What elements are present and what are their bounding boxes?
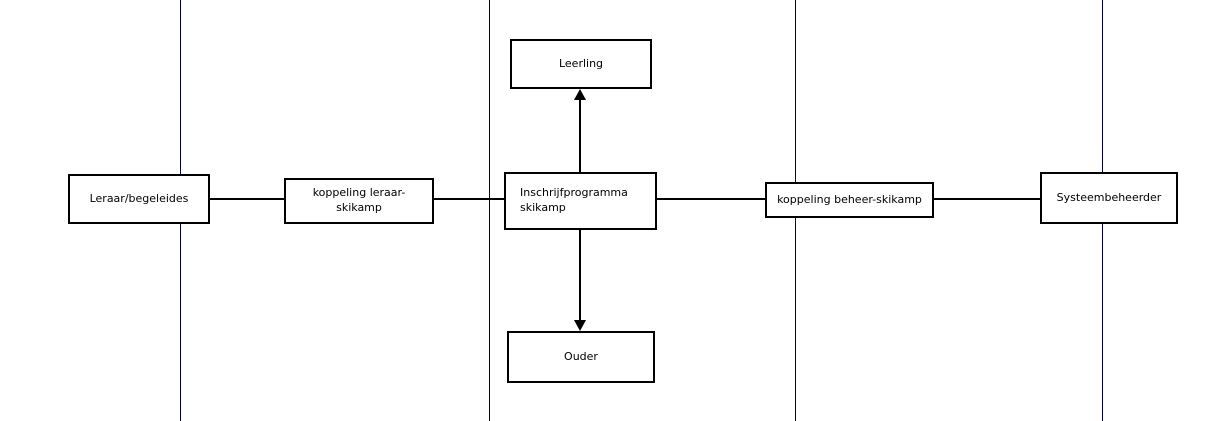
edge-koppeling-beheer-to-systeembeheerder [934,198,1040,200]
node-ouder[interactable]: Ouder [507,331,655,383]
node-ouder-label: Ouder [564,349,598,363]
arrowhead-up-leerling [574,89,586,100]
node-koppeling-leraar-skikamp-label: koppeling leraar-skikamp [312,186,406,214]
edge-leraar-to-koppeling-leraar [210,198,284,200]
node-koppeling-leraar-skikamp[interactable]: koppeling leraar-skikamp [284,178,434,224]
node-leerling-label: Leerling [558,56,604,70]
node-systeembeheerder[interactable]: Systeembeheerder [1040,172,1178,224]
node-inschrijfprogramma-skikamp[interactable]: Inschrijfprogramma skikamp [504,172,657,230]
edge-inschrijfprogramma-to-koppeling-beheer [657,198,765,200]
lane-divider-2 [489,0,490,421]
node-koppeling-beheer-skikamp-label: koppeling beheer-skikamp [777,192,922,206]
node-koppeling-beheer-skikamp[interactable]: koppeling beheer-skikamp [765,182,934,218]
arrowhead-down-ouder [574,320,586,331]
node-leerling[interactable]: Leerling [510,39,652,89]
node-inschrijfprogramma-skikamp-label: Inschrijfprogramma skikamp [520,186,628,214]
node-leraar-begeleides[interactable]: Leraar/begeleides [68,174,210,224]
edge-inschrijfprogramma-to-ouder [579,230,581,320]
edge-koppeling-leraar-to-inschrijfprogramma [434,198,504,200]
edge-inschrijfprogramma-to-leerling [579,95,581,172]
node-leraar-begeleides-label: Leraar/begeleides [89,191,189,205]
node-systeembeheerder-label: Systeembeheerder [1056,190,1162,204]
